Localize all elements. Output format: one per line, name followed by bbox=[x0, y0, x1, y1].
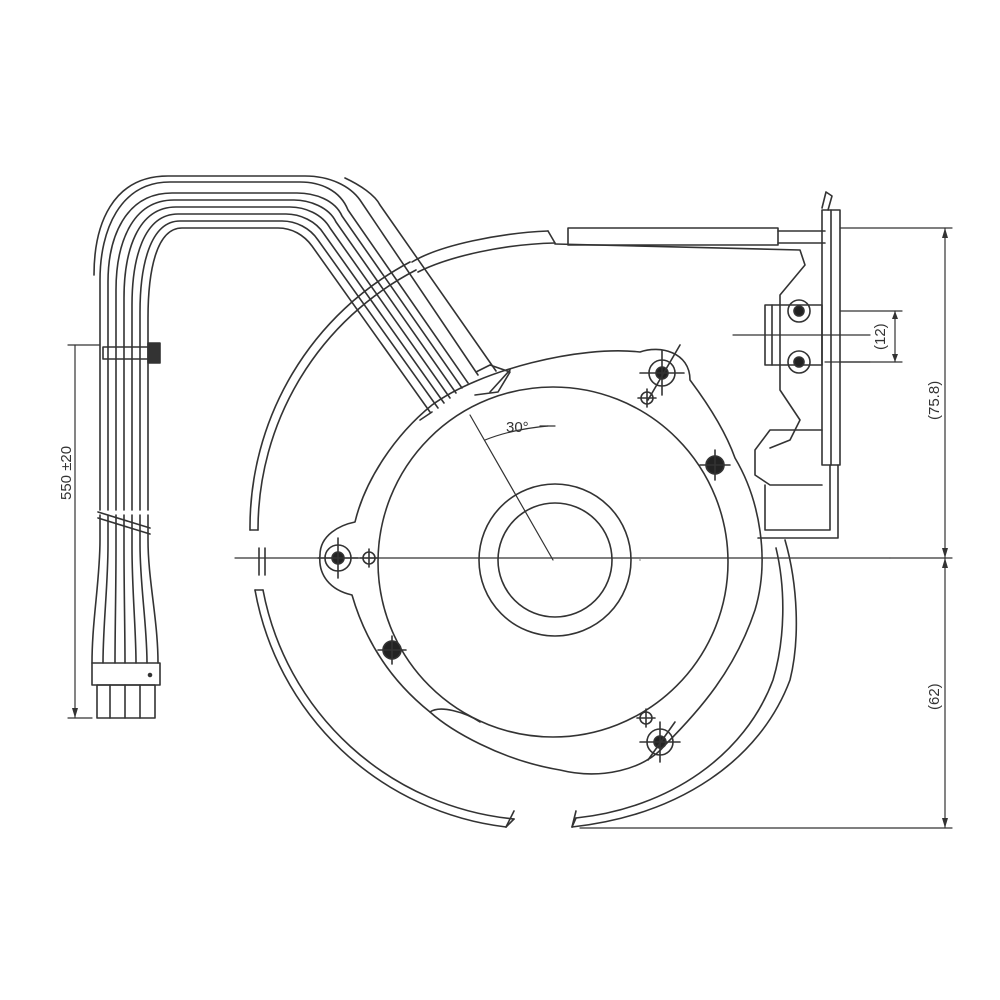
bracket-hole-lower bbox=[787, 350, 811, 374]
hole-right bbox=[699, 449, 731, 481]
hole-bottom-a bbox=[639, 721, 681, 763]
screw-holes bbox=[317, 299, 811, 763]
motor-base-plate bbox=[319, 348, 763, 775]
hole-upper-right-b bbox=[637, 388, 657, 408]
hole-left-a bbox=[317, 537, 359, 579]
wire-harness bbox=[91, 175, 511, 664]
hole-upper-right-a bbox=[639, 344, 685, 401]
hole-left-b bbox=[359, 548, 379, 568]
connector bbox=[91, 662, 161, 719]
dimension-lines bbox=[67, 227, 953, 829]
dim-lower-height: (62) bbox=[926, 683, 943, 710]
dim-hole-spacing: (12) bbox=[872, 323, 889, 350]
hole-bottom-b bbox=[636, 708, 656, 728]
dim-cable-length: 550 ±20 bbox=[58, 446, 75, 500]
bracket-hole-upper bbox=[787, 299, 811, 323]
hole-lower-left bbox=[377, 635, 407, 665]
centerlines bbox=[234, 334, 891, 561]
motor-rotor bbox=[377, 386, 729, 738]
outlet-duct bbox=[554, 227, 826, 449]
housing-outer-scroll bbox=[249, 230, 798, 828]
dimension-arrows bbox=[72, 228, 948, 828]
dim-upper-height: (75.8) bbox=[926, 381, 943, 420]
dim-angle: 30° bbox=[506, 419, 529, 436]
